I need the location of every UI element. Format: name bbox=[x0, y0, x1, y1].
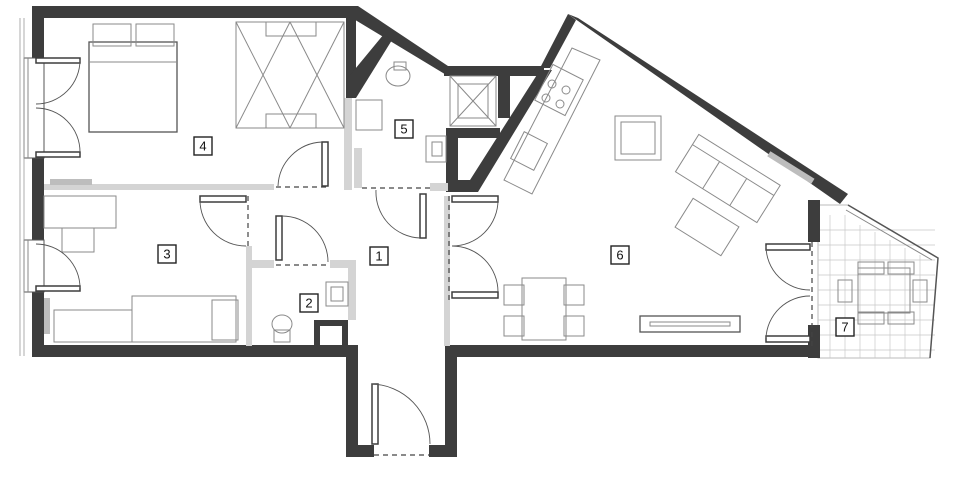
doors bbox=[35, 57, 813, 456]
left-windows bbox=[19, 18, 815, 356]
room-number-6: 6 bbox=[616, 248, 623, 263]
room-number-7: 7 bbox=[841, 320, 848, 335]
bathroom-2-fixtures bbox=[271, 281, 349, 343]
room-label-3: 3 bbox=[157, 244, 177, 264]
room-label-4: 4 bbox=[193, 136, 213, 156]
bedroom-3-furniture bbox=[43, 195, 239, 343]
walls bbox=[32, 6, 848, 457]
room-label-5: 5 bbox=[394, 119, 414, 139]
room-label-2: 2 bbox=[299, 293, 319, 313]
room-number-3: 3 bbox=[163, 247, 170, 262]
room-number-1: 1 bbox=[375, 249, 382, 264]
room-number-4: 4 bbox=[199, 139, 206, 154]
partitions bbox=[44, 98, 450, 346]
room-label-7: 7 bbox=[835, 317, 855, 337]
room-number-2: 2 bbox=[305, 296, 312, 311]
bedroom-4-furniture bbox=[88, 21, 345, 133]
room-label-1: 1 bbox=[369, 246, 389, 266]
room-number-5: 5 bbox=[400, 122, 407, 137]
bathroom-5-fixtures bbox=[355, 61, 497, 163]
room-label-6: 6 bbox=[610, 245, 630, 265]
kitchen-living-furniture bbox=[503, 47, 781, 341]
